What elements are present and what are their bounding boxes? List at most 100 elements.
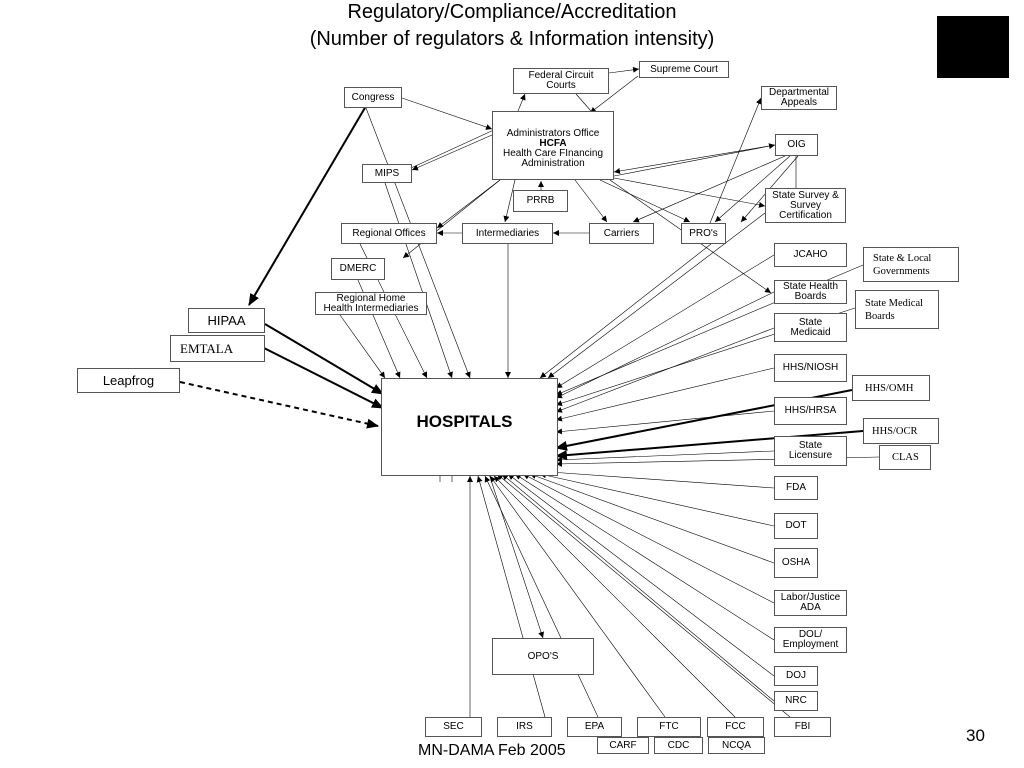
state-medicaid-to-hospitals-arrow <box>555 327 775 413</box>
hhs-hrsa-box: HHS/HRSA <box>774 397 847 425</box>
ftc-label: FTC <box>659 721 679 732</box>
state-health-to-hospitals-arrow <box>555 291 775 399</box>
carriers-label: Carriers <box>603 227 640 239</box>
hcfa-label-3: Health Care FInancing <box>502 148 604 159</box>
dot-to-hospitals-arrow <box>539 472 775 527</box>
mips-label: MIPS <box>374 167 400 179</box>
hrsa-to-hospitals-arrow <box>555 410 775 435</box>
federal-circuit-courts-label-2: Courts <box>546 80 576 91</box>
supreme-court-label: Supreme Court <box>650 63 718 75</box>
state-medicaid-label-2: Medicaid <box>790 326 831 338</box>
supreme-court-box: Supreme Court <box>639 61 729 78</box>
state-health-boards-label-1: State Health <box>782 281 839 292</box>
state-medicaid-label-1: State <box>798 316 823 328</box>
state-survey-label-2: Survey <box>789 199 822 211</box>
intermediaries-label: Intermediaries <box>475 227 540 239</box>
state-medicaid-box: State Medicaid <box>774 313 847 342</box>
irs-box: IRS <box>497 717 552 737</box>
dot-box: DOT <box>774 513 818 539</box>
state-survey-box: State Survey & Survey Certification <box>765 188 846 223</box>
state-medical-boards-box: State Medical Boards <box>855 290 939 329</box>
pros-to-appeals-arrow <box>709 97 762 224</box>
doj-to-hospitals-arrow <box>507 473 775 677</box>
departmental-appeals-label-2: Appeals <box>780 97 818 108</box>
hhs-niosh-box: HHS/NIOSH <box>774 354 847 382</box>
state-licensure-box: State Licensure <box>774 436 847 466</box>
fda-box: FDA <box>774 476 818 500</box>
page-number: 30 <box>966 726 985 745</box>
licensure-to-hospitals-arrow <box>555 450 775 463</box>
ncqa-box: NCQA <box>708 737 765 754</box>
state-licensure-label-2: Licensure <box>788 450 833 461</box>
state-survey-label-1: State Survey & <box>772 189 839 201</box>
congress-to-hcfa-arrow <box>401 97 493 130</box>
hospitals-box: HOSPITALS <box>381 378 558 476</box>
fbi-label: FBI <box>794 721 811 732</box>
mips-to-hospitals-arrow <box>384 182 453 379</box>
oig-to-pros-arrow <box>714 155 791 223</box>
hhs-omh-box: HHS/OMH <box>852 375 930 401</box>
carriers-box: Carriers <box>589 223 654 244</box>
dmerc-box: DMERC <box>331 258 385 280</box>
regional-offices-label: Regional Offices <box>352 227 426 239</box>
carf-label: CARF <box>609 739 637 751</box>
state-local-governments-label-1: State & Local <box>873 252 932 264</box>
leapfrog-to-hospitals-arrow <box>179 381 379 429</box>
osha-label: OSHA <box>781 557 811 568</box>
dol-employment-box: DOL/ Employment <box>774 627 847 653</box>
dot-label: DOT <box>785 520 807 531</box>
hcfa-to-carriers-arrow <box>574 179 608 223</box>
epa-to-hospitals-arrow <box>484 475 599 718</box>
emtala-to-hospitals-arrow <box>263 347 384 409</box>
oig-box: OIG <box>775 134 818 156</box>
hhs-ocr-label: HHS/OCR <box>872 425 918 437</box>
fcc-box: FCC <box>707 717 764 737</box>
dol-to-hospitals-arrow <box>514 473 775 641</box>
labor-justice-label-2: ADA <box>800 602 821 613</box>
pros-label: PRO's <box>689 227 718 239</box>
hospitals-label: HOSPITALS <box>416 412 513 431</box>
hipaa-to-hospitals-arrow <box>264 323 384 395</box>
irs-to-hospitals-arrow <box>476 475 546 718</box>
hcfa-to-dmerc-arrow <box>402 179 501 259</box>
sec-box: SEC <box>425 717 482 737</box>
congress-label: Congress <box>351 91 395 103</box>
state-health-boards-box: State Health Boards <box>774 280 847 304</box>
hcfa-to-oig-arrow <box>613 143 776 177</box>
hhs-omh-label: HHS/OMH <box>865 382 914 394</box>
labor-to-hospitals-arrow <box>522 473 775 604</box>
hhs-niosh-label: HHS/NIOSH <box>782 362 839 373</box>
epa-label: EPA <box>584 721 605 732</box>
state-survey-label-3: Certification <box>779 209 832 221</box>
courts-to-supreme-arrow <box>608 66 640 74</box>
state-local-governments-box: State & Local Governments <box>863 247 959 282</box>
prrb-box: PRRB <box>513 190 568 212</box>
state-licensure-label-1: State <box>798 440 823 451</box>
irs-label: IRS <box>516 721 533 732</box>
clas-box: CLAS <box>879 445 931 470</box>
osha-box: OSHA <box>774 548 818 578</box>
regional-home-box: Regional Home Health Intermediaries <box>315 292 427 315</box>
hcfa-to-regional-arrow <box>436 179 501 229</box>
osha-to-hospitals-arrow <box>529 473 775 564</box>
hcfa-courts-link <box>575 93 592 112</box>
hcfa-label-1: Administrators Office <box>506 128 600 139</box>
fcc-to-hospitals-arrow <box>493 475 736 718</box>
regional-home-to-hospitals-arrow <box>339 314 386 379</box>
clas-label: CLAS <box>892 452 919 463</box>
prrb-label: PRRB <box>526 195 555 206</box>
niosh-to-hospitals-arrow <box>555 367 775 422</box>
ftc-to-hospitals-arrow <box>489 475 666 718</box>
fbi-box: FBI <box>774 717 831 737</box>
oig-to-hcfa-arrow <box>613 144 776 174</box>
dol-employment-label-2: Employment <box>782 639 839 650</box>
congress-box: Congress <box>344 87 402 108</box>
hipaa-box: HIPAA <box>188 308 265 333</box>
jcaho-label: JCAHO <box>793 249 828 260</box>
sec-label: SEC <box>443 721 464 732</box>
hcfa-to-pros-arrow <box>599 179 691 223</box>
doj-box: DOJ <box>774 666 818 686</box>
opos-label: OPO'S <box>527 650 559 662</box>
federal-circuit-courts-box: Federal Circuit Courts <box>513 68 609 94</box>
